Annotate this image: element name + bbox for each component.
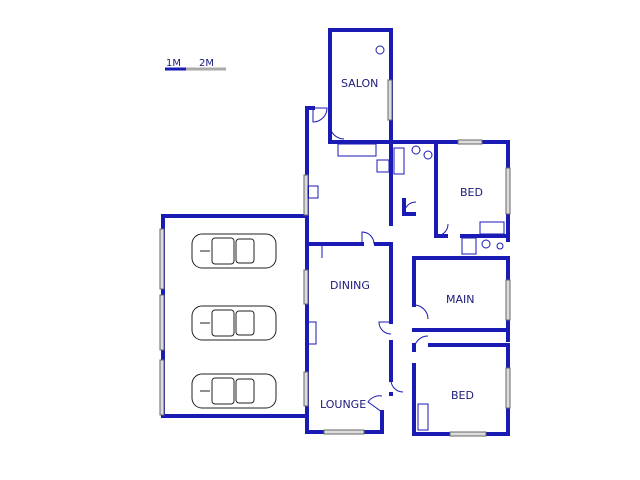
- garage: [159, 214, 307, 418]
- room-label-dining: DINING: [330, 279, 370, 292]
- car-icon: [191, 233, 277, 269]
- car-icon: [191, 305, 277, 341]
- room-label-salon: SALON: [341, 77, 378, 90]
- door-swings: [312, 107, 449, 413]
- room-label-bed-top: BED: [460, 186, 483, 199]
- room-label-main: MAIN: [446, 293, 475, 306]
- scale-label-1m: 1M: [166, 58, 181, 69]
- room-label-bed-bottom: BED: [451, 389, 474, 402]
- scale-bar: 1M 2M: [165, 58, 226, 71]
- scale-label-2m: 2M: [199, 58, 214, 69]
- kitchen-fixtures: [307, 143, 505, 431]
- house-walls: [305, 106, 510, 436]
- room-label-lounge: LOUNGE: [320, 398, 366, 411]
- car-icon: [191, 373, 277, 409]
- windows: [303, 139, 511, 437]
- salon-room: [328, 28, 393, 144]
